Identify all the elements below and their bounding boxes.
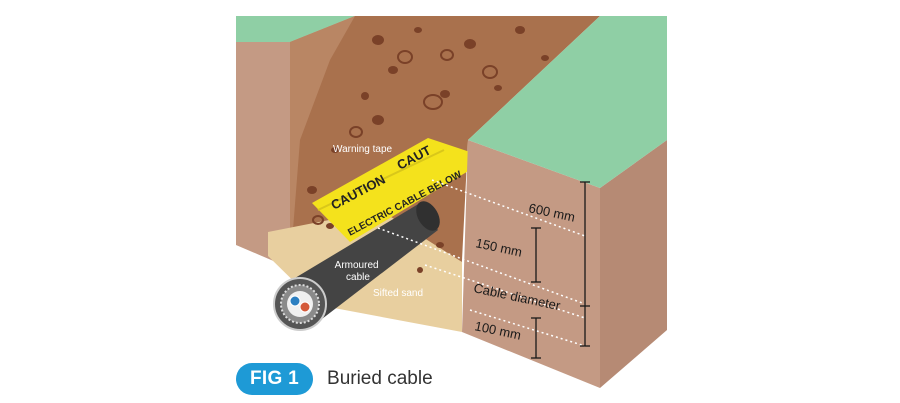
figure-title: Buried cable: [327, 368, 433, 389]
projection-lines: [377, 179, 586, 347]
warning-tape[interactable]: [312, 138, 470, 242]
cable-core-blue: [289, 295, 301, 307]
right-block-front: [462, 140, 600, 388]
dimension-lines: [531, 181, 590, 359]
cable-core-red: [299, 301, 311, 313]
figure-caption: FIG 1 Buried cable: [236, 362, 433, 396]
warning-tape-fold: [317, 149, 445, 211]
left-block-face: [236, 42, 290, 268]
figure-number-badge: FIG 1: [236, 363, 314, 395]
label-warning-tape: Warning tape: [333, 144, 393, 155]
trench-soil-edge: [290, 16, 355, 268]
soil-pebbles: [312, 49, 498, 225]
label-armoured-cable: Armoured cable: [335, 260, 382, 283]
cable-far-end: [416, 201, 440, 231]
soil-stones: [307, 26, 549, 273]
right-block-side: [600, 140, 667, 388]
right-grass-top: [468, 16, 667, 188]
label-sifted-sand: Sifted sand: [373, 288, 423, 299]
left-grass-top: [236, 16, 355, 42]
